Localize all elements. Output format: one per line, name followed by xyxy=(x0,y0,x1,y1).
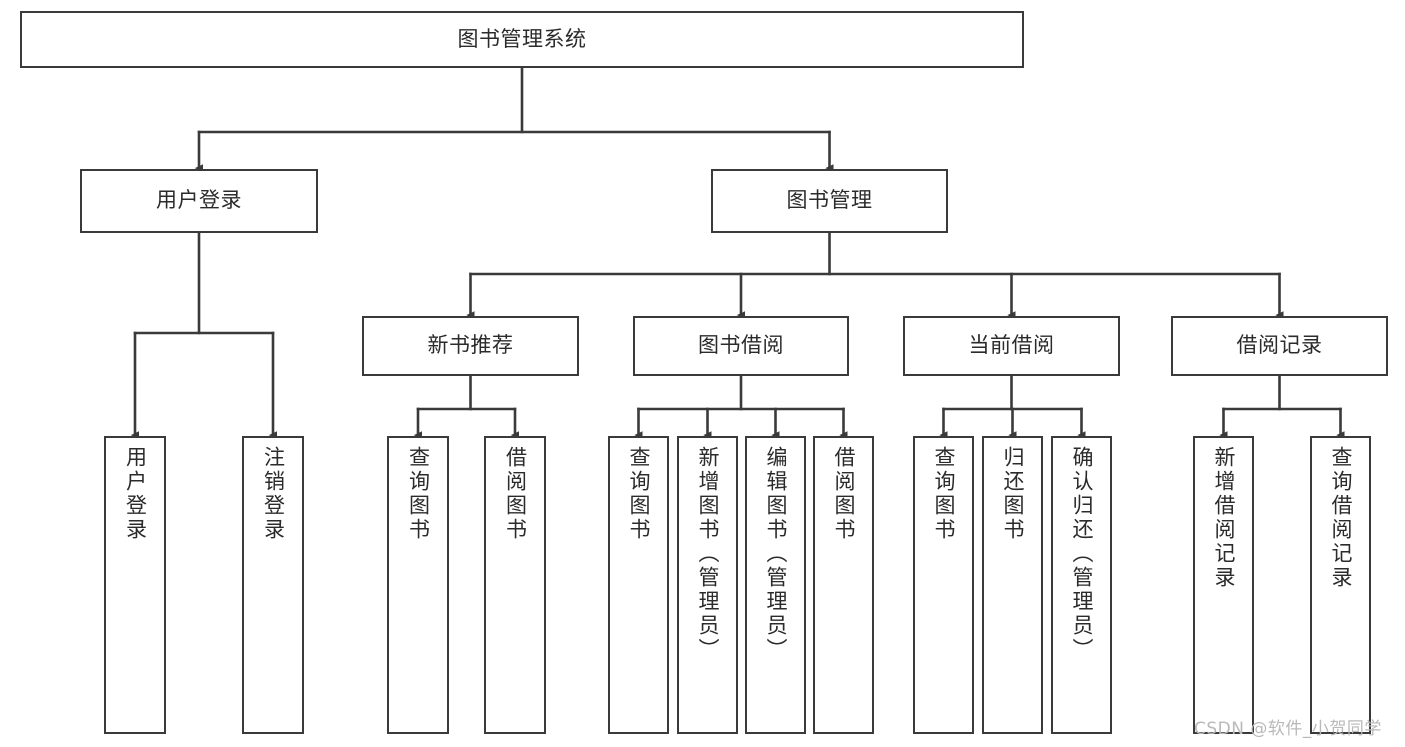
node-label-borrow-record: 借阅记录 xyxy=(1236,333,1323,358)
node-leaf-query-borrow-record[interactable]: 查询借阅记录 xyxy=(1310,436,1371,734)
node-leaf-add-book-admin[interactable]: 新增图书（管理员） xyxy=(677,436,738,734)
node-label-current-borrow: 当前借阅 xyxy=(968,333,1055,358)
node-label-root: 图书管理系统 xyxy=(457,26,587,51)
node-book-manage[interactable]: 图书管理 xyxy=(711,169,948,233)
node-label-new-book-rec: 新书推荐 xyxy=(427,333,514,358)
node-leaf-confirm-return-admin[interactable]: 确认归还（管理员） xyxy=(1051,436,1112,734)
node-leaf-user-login[interactable]: 用户登录 xyxy=(104,436,166,734)
node-leaf-borrow-book-1[interactable]: 借阅图书 xyxy=(484,436,546,734)
node-leaf-return-book[interactable]: 归还图书 xyxy=(982,436,1043,734)
node-book-borrow[interactable]: 图书借阅 xyxy=(633,316,849,376)
node-label-leaf-borrow-book-1: 借阅图书 xyxy=(503,446,528,542)
node-label-leaf-edit-book-admin: 编辑图书（管理员） xyxy=(764,446,788,662)
node-label-leaf-query-book-2: 查询图书 xyxy=(627,446,651,542)
node-label-user-login: 用户登录 xyxy=(156,188,242,213)
node-label-leaf-query-book-1: 查询图书 xyxy=(406,446,431,542)
node-new-book-rec[interactable]: 新书推荐 xyxy=(362,316,579,376)
node-label-leaf-return-book: 归还图书 xyxy=(1001,446,1025,542)
node-label-leaf-borrow-book-2: 借阅图书 xyxy=(832,446,856,542)
node-label-leaf-confirm-return-admin: 确认归还（管理员） xyxy=(1070,446,1094,662)
node-label-leaf-logout: 注销登录 xyxy=(261,446,286,542)
node-leaf-add-borrow-record[interactable]: 新增借阅记录 xyxy=(1193,436,1254,734)
node-label-leaf-add-book-admin: 新增图书（管理员） xyxy=(696,446,720,662)
node-label-book-manage: 图书管理 xyxy=(786,188,873,213)
node-current-borrow[interactable]: 当前借阅 xyxy=(903,316,1120,376)
node-root[interactable]: 图书管理系统 xyxy=(20,11,1024,68)
node-label-leaf-query-borrow-record: 查询借阅记录 xyxy=(1329,446,1353,590)
node-label-leaf-query-book-3: 查询图书 xyxy=(932,446,956,542)
node-leaf-query-book-1[interactable]: 查询图书 xyxy=(387,436,449,734)
node-leaf-query-book-2[interactable]: 查询图书 xyxy=(608,436,669,734)
node-label-leaf-add-borrow-record: 新增借阅记录 xyxy=(1212,446,1236,590)
node-leaf-query-book-3[interactable]: 查询图书 xyxy=(913,436,974,734)
node-user-login[interactable]: 用户登录 xyxy=(80,169,318,233)
node-leaf-logout[interactable]: 注销登录 xyxy=(242,436,304,734)
node-label-leaf-user-login: 用户登录 xyxy=(123,446,148,542)
node-leaf-edit-book-admin[interactable]: 编辑图书（管理员） xyxy=(745,436,806,734)
node-borrow-record[interactable]: 借阅记录 xyxy=(1171,316,1388,376)
node-label-book-borrow: 图书借阅 xyxy=(698,333,784,358)
node-leaf-borrow-book-2[interactable]: 借阅图书 xyxy=(813,436,874,734)
